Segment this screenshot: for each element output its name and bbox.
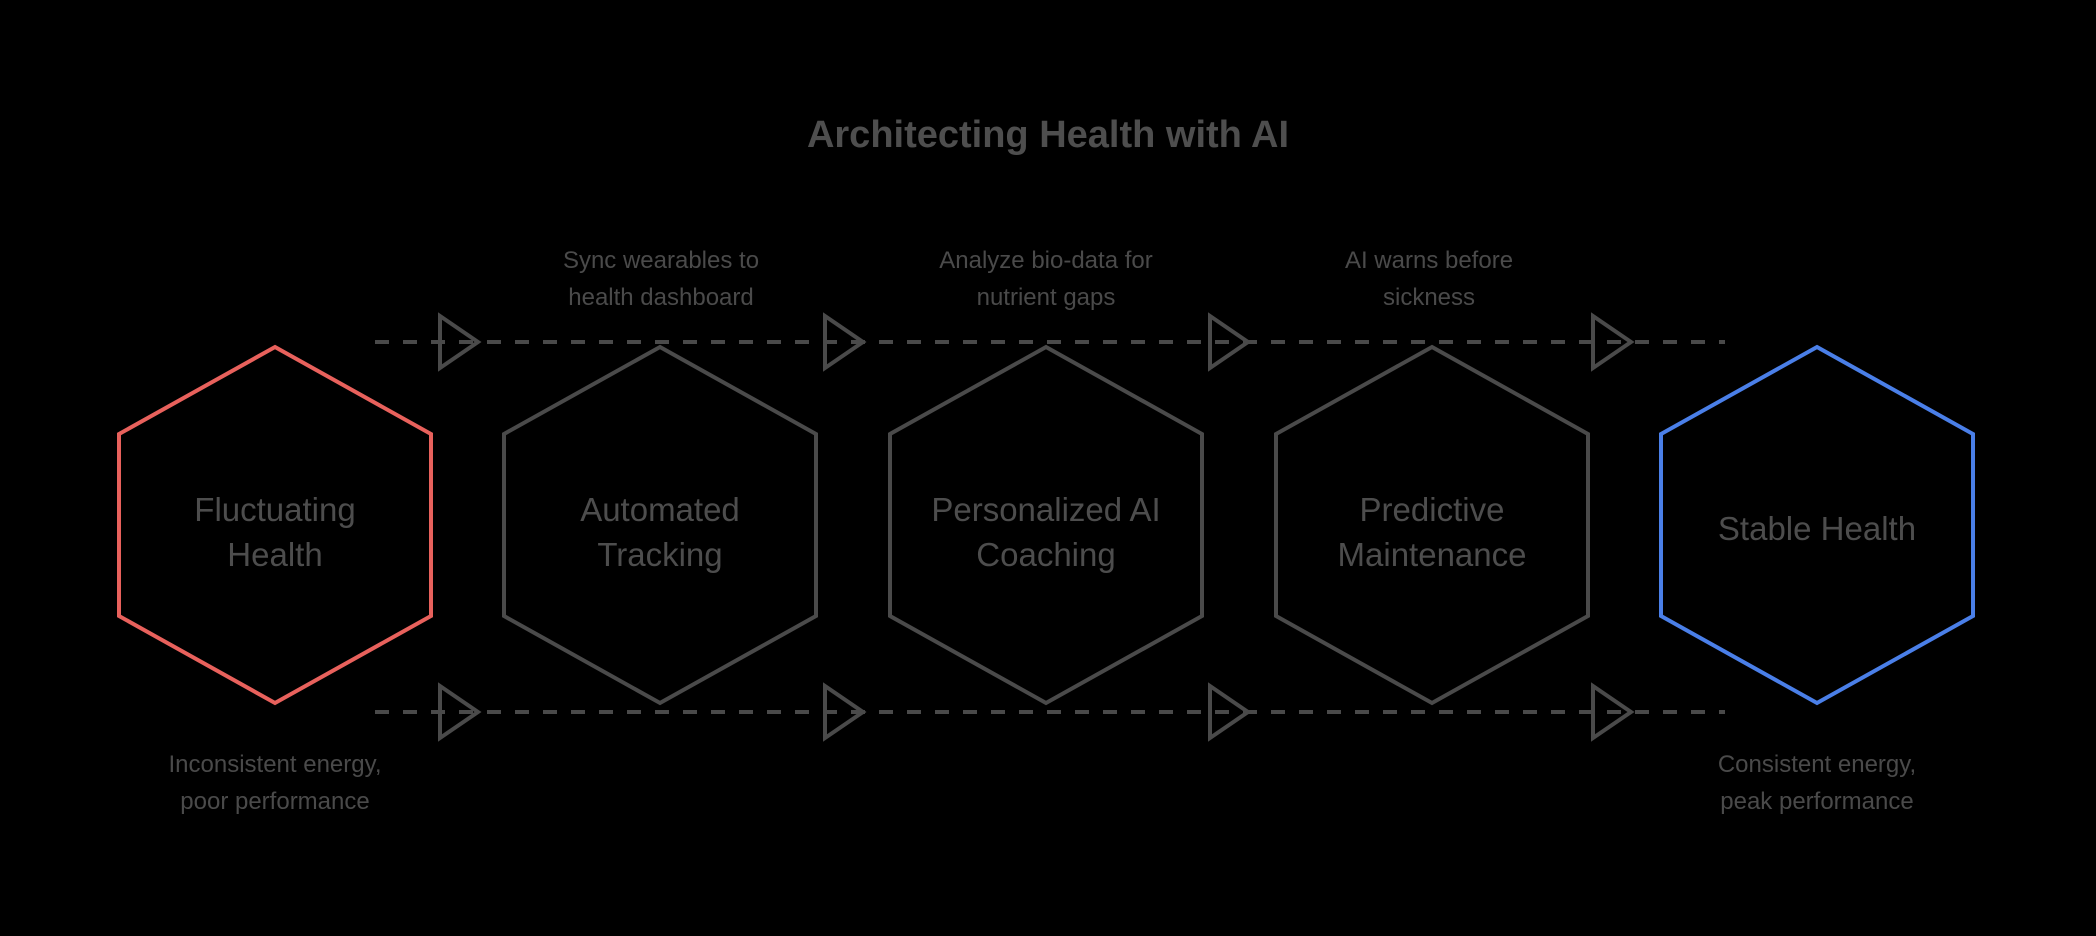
bottom-arrowhead-icon-2 — [823, 682, 867, 742]
node-label-line1: Personalized AI — [931, 491, 1160, 528]
hexagon-shape[interactable] — [1274, 344, 1590, 706]
node-personalized-ai-coaching[interactable]: Personalized AI Coaching — [888, 344, 1204, 706]
step-label-line2: health dashboard — [568, 284, 753, 311]
caption-line1: Consistent energy, — [1718, 751, 1916, 778]
node-label-line2: Health — [227, 536, 322, 573]
caption-inconsistent-energy: Inconsistent energy, poor performance — [168, 751, 381, 815]
top-arrowhead-icon-1 — [438, 312, 482, 372]
step-label-line1: AI warns before — [1345, 247, 1513, 274]
step-label-line2: nutrient gaps — [977, 284, 1116, 311]
top-arrowhead-icon-4 — [1591, 312, 1635, 372]
caption-line2: poor performance — [180, 788, 369, 815]
page-title: Architecting Health with AI — [807, 114, 1289, 156]
node-predictive-maintenance[interactable]: Predictive Maintenance — [1274, 344, 1590, 706]
caption-line1: Inconsistent energy, — [168, 751, 381, 778]
node-stable-health[interactable]: Stable Health — [1659, 344, 1975, 706]
node-label-line2: Maintenance — [1338, 536, 1527, 573]
step-label-line1: Sync wearables to — [563, 247, 759, 274]
hexagon-shape[interactable] — [117, 344, 433, 706]
bottom-rail — [375, 682, 1725, 742]
hexagon-shape[interactable] — [1659, 344, 1975, 706]
node-label-line1: Fluctuating — [194, 491, 355, 528]
hexagon-shape[interactable] — [502, 344, 818, 706]
top-arrowhead-icon-2 — [823, 312, 867, 372]
node-label-line1: Stable Health — [1718, 510, 1916, 547]
node-label-line2: Tracking — [597, 536, 722, 573]
step-label-analyze-biodata: Analyze bio-data for nutrient gaps — [939, 247, 1152, 311]
node-fluctuating-health[interactable]: Fluctuating Health — [117, 344, 433, 706]
caption-line2: peak performance — [1720, 788, 1913, 815]
hexagon-shape[interactable] — [888, 344, 1204, 706]
node-label-line1: Automated — [580, 491, 740, 528]
step-label-ai-warns: AI warns before sickness — [1345, 247, 1513, 311]
step-label-line2: sickness — [1383, 284, 1475, 311]
node-label-line2: Coaching — [976, 536, 1115, 573]
node-automated-tracking[interactable]: Automated Tracking — [502, 344, 818, 706]
step-label-line1: Analyze bio-data for — [939, 247, 1152, 274]
bottom-arrowhead-icon-1 — [438, 682, 482, 742]
node-label-line1: Predictive — [1360, 491, 1505, 528]
top-rail — [375, 312, 1725, 372]
step-label-sync-wearables: Sync wearables to health dashboard — [563, 247, 759, 311]
bottom-arrowhead-icon-3 — [1208, 682, 1252, 742]
top-arrowhead-icon-3 — [1208, 312, 1252, 372]
bottom-arrowhead-icon-4 — [1591, 682, 1635, 742]
caption-consistent-energy: Consistent energy, peak performance — [1718, 751, 1916, 815]
